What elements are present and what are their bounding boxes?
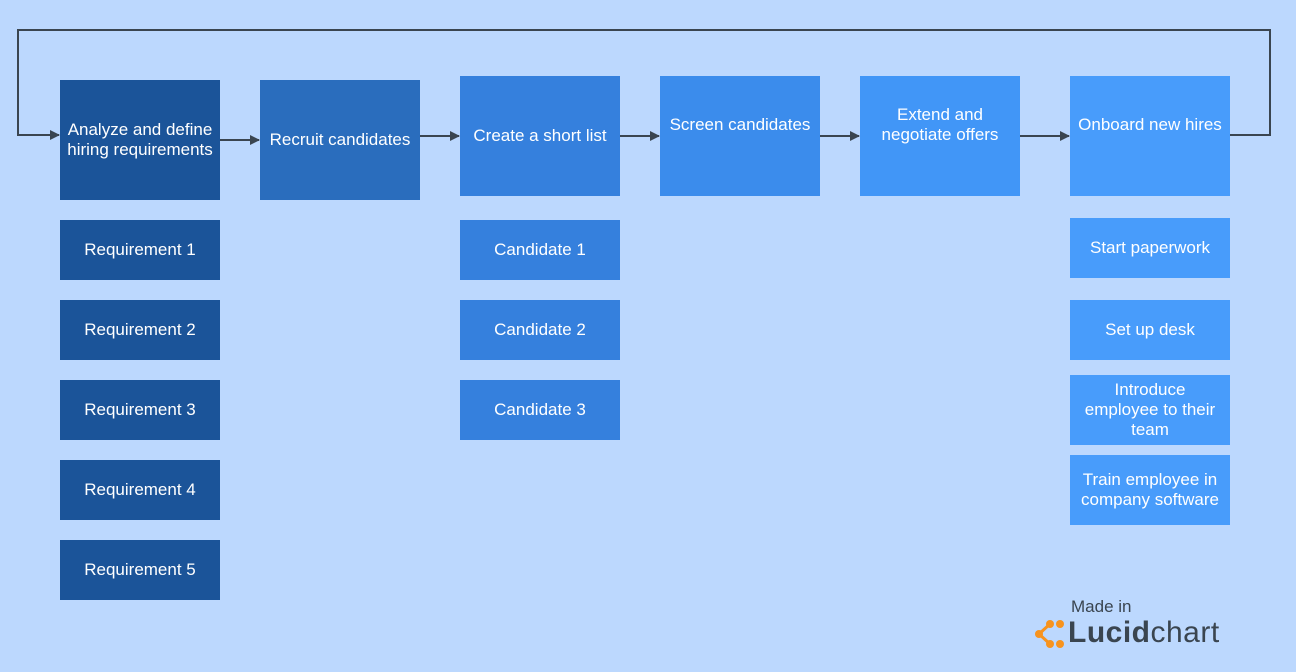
- onboarding-item: Start paperwork: [1070, 218, 1230, 278]
- step-offers: Extend and negotiate offers: [860, 76, 1020, 196]
- step-onboard: Onboard new hires: [1070, 76, 1230, 196]
- onboarding-item: Introduce employee to their team: [1070, 375, 1230, 445]
- candidate-item: Candidate 3: [460, 380, 620, 440]
- candidate-item: Candidate 2: [460, 300, 620, 360]
- brand-bold: Lucid: [1068, 616, 1151, 649]
- onboarding-item: Train employee in company software: [1070, 455, 1230, 525]
- onboarding-item: Set up desk: [1070, 300, 1230, 360]
- step-screen: Screen candidates: [660, 76, 820, 196]
- lucidchart-logo-icon: [1035, 620, 1064, 648]
- watermark-brand: Lucidchart: [1068, 616, 1220, 650]
- requirement-item: Requirement 5: [60, 540, 220, 600]
- requirement-item: Requirement 2: [60, 300, 220, 360]
- candidate-item: Candidate 1: [460, 220, 620, 280]
- step-analyze: Analyze and define hiring requirements: [60, 80, 220, 200]
- watermark-made-in: Made in: [1071, 597, 1132, 616]
- requirement-item: Requirement 1: [60, 220, 220, 280]
- step-recruit: Recruit candidates: [260, 80, 420, 200]
- brand-rest: chart: [1150, 616, 1220, 649]
- requirement-item: Requirement 4: [60, 460, 220, 520]
- loop-back-arrow: [17, 29, 1271, 140]
- requirement-item: Requirement 3: [60, 380, 220, 440]
- step-short-list: Create a short list: [460, 76, 620, 196]
